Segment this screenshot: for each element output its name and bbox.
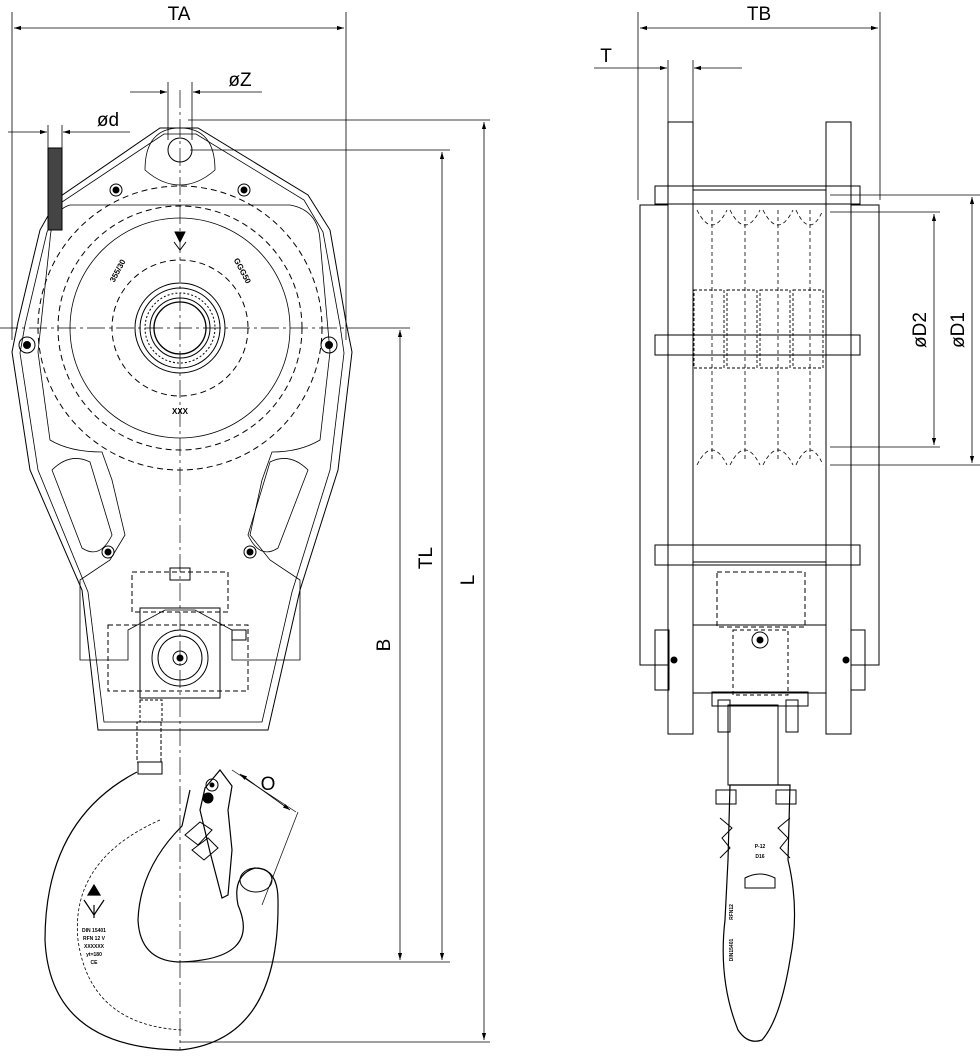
dim-o-label: O [261, 774, 276, 795]
suspension-lug [144, 127, 216, 186]
side-latch-parts [715, 789, 797, 859]
side-cover-left [639, 204, 669, 666]
rope-guard-contour [37, 204, 331, 661]
side-hook-nut-left [717, 699, 731, 733]
sheave-grooves [696, 209, 824, 466]
crosshead-frame-dashed [107, 624, 249, 692]
side-crosshead-housing [692, 624, 827, 694]
dim-t-label: T [600, 46, 612, 67]
hook-marking-5: CE [91, 960, 99, 966]
side-bolt-left [654, 629, 678, 691]
bearing-blocks [693, 289, 824, 369]
side-hook-marking-2: D16 [755, 854, 764, 860]
lower-shaft [654, 544, 861, 566]
dim-b-label: B [374, 639, 395, 652]
sheave-stack [692, 189, 827, 563]
dim-dz-label: øZ [228, 70, 252, 91]
slot-left [51, 458, 113, 553]
side-hook-shank [727, 704, 779, 786]
dim-tb-label: TB [747, 4, 771, 25]
hook-marking-1: DIN 15401 [82, 928, 106, 934]
hook-marking-4: yt=180 [86, 952, 102, 958]
latch-spring [184, 778, 219, 861]
dim-ta-label: TA [168, 4, 191, 25]
side-crosshead-top [716, 571, 806, 628]
side-bolt-right [842, 629, 866, 691]
bolt-lower-right [243, 545, 257, 559]
block-marking-left: 355/30 [108, 257, 128, 283]
front-view [0, 90, 360, 1051]
brand-symbol [174, 231, 186, 244]
middle-shaft [654, 334, 861, 356]
side-hook-cap [744, 873, 776, 889]
bolt-lower-left [101, 545, 115, 559]
dim-dd-label: ød [97, 110, 119, 131]
side-hook-marking-1: P-12 [755, 844, 766, 850]
side-plate-outline [11, 127, 353, 731]
side-hook-marking-4: DIN15401 [729, 939, 735, 962]
side-crosshead-base [711, 691, 809, 707]
side-dimensions [594, 12, 980, 466]
dim-o-line [239, 773, 291, 811]
wire-rope [47, 147, 63, 231]
side-hook-nut-right [785, 699, 799, 733]
bolt-upper-left [109, 183, 123, 197]
side-plate-right [825, 121, 852, 735]
hook-marking-2: RFN 12 V [83, 936, 106, 942]
hook-nut [137, 761, 163, 775]
dim-l-label: L [458, 575, 479, 586]
hook-body [44, 771, 279, 1051]
hook-inner [76, 819, 183, 1031]
bolt-mid-right [320, 336, 338, 354]
bolt-mid-left [18, 336, 36, 354]
top-shaft [654, 185, 861, 205]
dim-d2-label: øD2 [910, 312, 931, 348]
grease-nipple [231, 629, 247, 641]
side-plate-left [667, 121, 694, 735]
dim-d1-label: øD1 [948, 312, 969, 348]
side-plate-inner [19, 133, 345, 723]
side-hook-marking-3: RFN12 [729, 904, 735, 920]
crosshead-lower-left-pin [139, 699, 163, 723]
side-hook-profile [722, 784, 796, 1042]
block-marking-center: XXX [172, 407, 189, 416]
hook-tip [239, 867, 273, 893]
safety-latch [199, 769, 233, 899]
side-crosshead-block [732, 629, 789, 696]
side-cover-right [850, 204, 880, 666]
hook-shank [136, 721, 162, 763]
side-crosshead-nut [751, 631, 769, 649]
hook-logo [83, 883, 105, 918]
dim-tl-label: TL [416, 547, 437, 569]
block-marking-right: GGG50 [232, 257, 253, 286]
side-view [639, 121, 880, 1042]
bolt-upper-right [237, 183, 251, 197]
slot-right [247, 458, 309, 553]
hook-marking-3: XXXXXX [84, 944, 105, 950]
front-dimensions [8, 12, 490, 1043]
